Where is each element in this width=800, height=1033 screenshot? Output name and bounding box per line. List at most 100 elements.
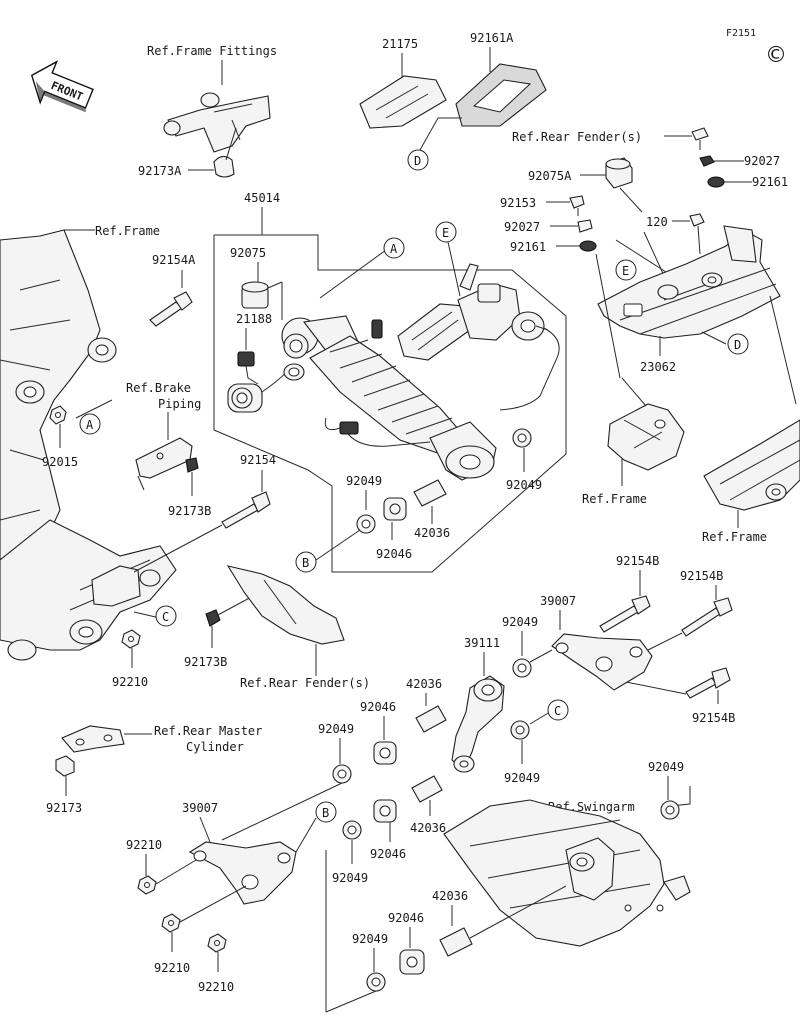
part-92173: 92173 [46, 801, 82, 815]
screw-top-right [691, 127, 709, 150]
part-92046-upper-link: 92046 [360, 700, 396, 714]
nut-92210-left [137, 875, 157, 895]
ref-rear-master-label: Ref.Rear Master [154, 724, 262, 738]
part-92046-lower-link: 92046 [370, 847, 406, 861]
part-42036-bottom: 42036 [432, 889, 468, 903]
frame-fitting-bracket [163, 92, 271, 153]
part-92075A: 92075A [528, 169, 572, 183]
ref-rear-fender-top-label: Ref.Rear Fender(s) [512, 130, 642, 144]
callout-d-top-label: D [414, 154, 421, 168]
frame-mid-fragment [607, 403, 685, 471]
part-92049-rocker-right: 92049 [504, 771, 540, 785]
callout-c-right [547, 699, 569, 721]
part-92161A: 92161A [470, 31, 514, 45]
part-39007-lower: 39007 [182, 801, 218, 815]
part-45014: 45014 [244, 191, 280, 205]
figure-id: F2151 [726, 28, 756, 39]
callout-d-right-label: D [734, 338, 741, 352]
bolt-92154B-right [681, 597, 733, 637]
bushing-92046-bottom [399, 949, 425, 975]
bushing-92046-shock [383, 497, 407, 521]
part-92049-upper-link-left: 92049 [318, 722, 354, 736]
sleeve-42036-upper-link [415, 705, 447, 733]
part-92154B-lower: 92154B [692, 711, 735, 725]
clamp-92173A [213, 155, 235, 178]
bolt-92154A [149, 291, 193, 327]
callout-e-shock-label: E [442, 226, 449, 240]
part-92046-shock: 92046 [376, 547, 412, 561]
fender-bracket-23062 [597, 225, 781, 339]
ref-rear-fender-mid-label: Ref.Rear Fender(s) [240, 676, 370, 690]
ref-frame-top-label: Ref.Frame [95, 224, 160, 238]
part-92049-shock-left: 92049 [346, 474, 382, 488]
frame-lower-structure [0, 519, 177, 661]
callout-b-lower-label: B [322, 806, 329, 820]
part-92210-upper: 92210 [112, 675, 148, 689]
shock-hose [499, 327, 560, 411]
svg-text:©: © [765, 43, 787, 68]
bushing-92075 [241, 281, 269, 309]
sensor-21188 [227, 351, 289, 413]
copyright-mark: © [765, 43, 787, 68]
shock-connector [324, 417, 431, 447]
nut-92173 [55, 755, 75, 777]
sleeve-42036-lower-link [411, 775, 443, 803]
callout-c-right-label: C [554, 704, 561, 718]
grommet-92161-right [707, 176, 725, 188]
part-23062: 23062 [640, 360, 676, 374]
bushing-92046-lower-link [373, 799, 397, 823]
part-92015: 92015 [42, 455, 78, 469]
ref-frame-mid-label: Ref.Frame [582, 492, 647, 506]
callout-c-left [155, 605, 177, 627]
brake-piping-bracket [135, 437, 193, 491]
rear-fender-panel [226, 565, 345, 645]
part-92027-right: 92027 [744, 154, 780, 168]
washer-92049-shock-right [512, 428, 532, 448]
washer-92049-swingarm [660, 800, 680, 820]
nut-92210-mid [161, 913, 181, 933]
washer-92049-shock-left [356, 514, 376, 534]
part-92173B-upper: 92173B [168, 504, 211, 518]
cover-21175 [359, 75, 447, 129]
cover-92161A [455, 63, 547, 127]
swingarm-body [443, 799, 691, 947]
ref-cylinder-label: Cylinder [186, 740, 244, 754]
callout-d-top [407, 149, 429, 171]
part-92173B-lower: 92173B [184, 655, 227, 669]
ref-frame-fittings-label: Ref.Frame Fittings [147, 44, 277, 58]
part-92049-lower-link: 92049 [332, 871, 368, 885]
part-92154: 92154 [240, 453, 276, 467]
part-21175: 21175 [382, 37, 418, 51]
callout-a-left-label: A [86, 418, 94, 432]
callout-e-right [615, 259, 637, 281]
sleeve-42036-bottom [439, 927, 473, 957]
washer-92049-lower-link [342, 820, 362, 840]
bolt-92154 [221, 491, 271, 529]
part-92210-right: 92210 [198, 980, 234, 994]
frame-right-fragment [703, 419, 800, 511]
part-92154A: 92154A [152, 253, 196, 267]
callout-d-right [727, 333, 749, 355]
part-21188: 21188 [236, 312, 272, 326]
sleeve-42036-shock [413, 479, 447, 507]
part-92049-bottom: 92049 [352, 932, 388, 946]
callout-b-shock [295, 551, 317, 573]
shock-reservoir [371, 263, 545, 361]
callout-e-right-label: E [622, 264, 629, 278]
clip-92173B-lower [205, 609, 221, 627]
tie-rod-39007-lower [188, 841, 297, 905]
bolt-92154B-top [599, 595, 651, 633]
washer-92049-upper-link [512, 658, 532, 678]
shock-body [302, 315, 497, 481]
rocker-arm-39111 [451, 675, 505, 773]
part-42036-upper-link: 42036 [406, 677, 442, 691]
nut-92027-left [577, 219, 593, 233]
frame-cross-tube [91, 565, 161, 607]
nut-92210-right [207, 933, 227, 953]
part-92027-left: 92027 [504, 220, 540, 234]
part-92154B-right: 92154B [680, 569, 723, 583]
part-92210-mid: 92210 [154, 961, 190, 975]
washer-92049-upper-link-left [332, 764, 352, 784]
callout-e-shock [435, 221, 457, 243]
